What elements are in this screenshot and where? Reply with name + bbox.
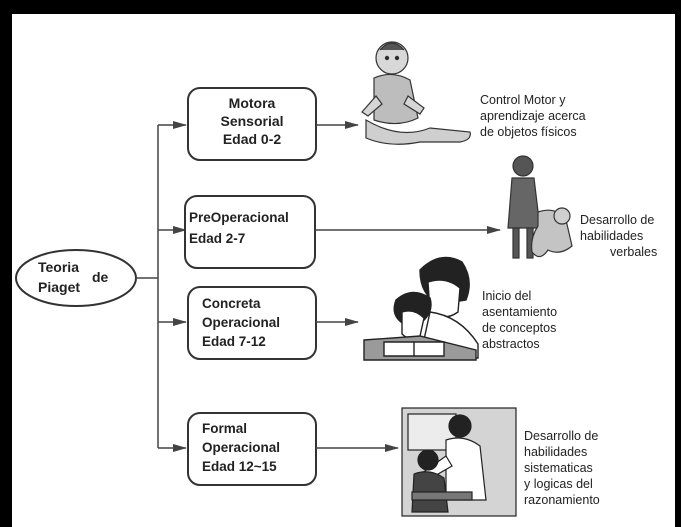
svg-text:de conceptos: de conceptos [482, 321, 556, 335]
svg-text:sistematicas: sistematicas [524, 461, 593, 475]
svg-text:Desarrollo de: Desarrollo de [524, 429, 598, 443]
stage3-line2: Operacional [202, 315, 280, 330]
stage-box-concreta: Concreta Operacional Edad 7-12 [187, 286, 317, 360]
svg-text:razonamiento: razonamiento [524, 493, 600, 507]
desc-stage2: Desarrollo de habilidades verbales [580, 213, 657, 259]
child-with-dog-illustration [507, 155, 573, 259]
stage4-line2: Operacional [202, 440, 280, 455]
stage3-line1: Concreta [202, 296, 261, 311]
baby-illustration [361, 41, 471, 145]
stage1-line1: Motora [229, 95, 276, 111]
stage1-line3: Edad 0-2 [223, 131, 282, 147]
svg-text:verbales: verbales [610, 245, 657, 259]
desc-stage3: Inicio del asentamiento de conceptos abs… [482, 289, 557, 351]
frame-border-right [675, 0, 681, 527]
root-label-line1: Teoria [38, 259, 79, 275]
stage2-line1: PreOperacional [189, 210, 289, 225]
root-label-line3: Piaget [38, 279, 80, 295]
stage4-line3: Edad 12~15 [202, 459, 277, 474]
svg-text:habilidades: habilidades [580, 229, 643, 243]
desc-stage1: Control Motor y aprendizaje acerca de ob… [480, 93, 586, 139]
teacher-student-illustration [401, 407, 517, 517]
svg-text:y logicas del: y logicas del [524, 477, 593, 491]
stage4-line1: Formal [202, 421, 247, 436]
svg-text:habilidades: habilidades [524, 445, 587, 459]
reading-illustration [363, 256, 479, 361]
stage1-line2: Sensorial [220, 113, 283, 129]
root-node: Teoria de Piaget [15, 249, 137, 307]
frame-border-left [0, 0, 12, 527]
svg-text:asentamiento: asentamiento [482, 305, 557, 319]
frame-border-top [0, 0, 681, 14]
svg-text:Inicio del: Inicio del [482, 289, 531, 303]
svg-text:Control Motor y: Control Motor y [480, 93, 566, 107]
svg-text:de objetos físicos: de objetos físicos [480, 125, 577, 139]
stage2-line2: Edad 2-7 [189, 231, 245, 246]
stage-box-preoperacional: PreOperacional Edad 2-7 [184, 195, 316, 269]
svg-text:abstractos: abstractos [482, 337, 540, 351]
stage-box-formal: Formal Operacional Edad 12~15 [187, 412, 317, 486]
desc-stage4: Desarrollo de habilidades sistematicas y… [524, 429, 600, 507]
root-label-line2: de [92, 269, 109, 285]
stage-box-motora: Motora Sensorial Edad 0-2 [187, 87, 317, 161]
svg-text:aprendizaje acerca: aprendizaje acerca [480, 109, 586, 123]
stage3-line3: Edad 7-12 [202, 334, 266, 349]
svg-text:Desarrollo de: Desarrollo de [580, 213, 654, 227]
